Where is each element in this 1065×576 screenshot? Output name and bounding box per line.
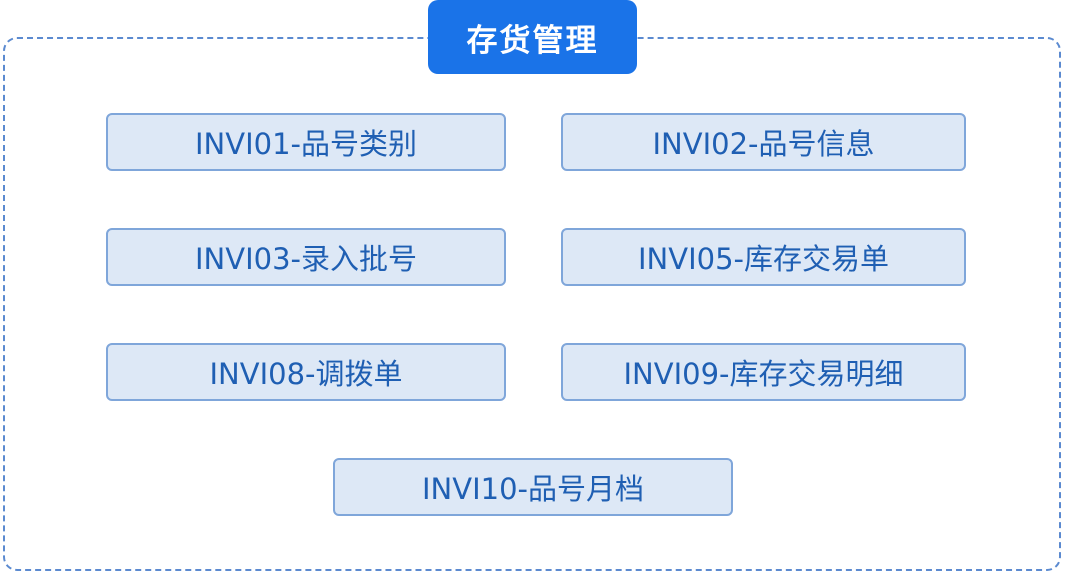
module-invi05[interactable]: INVI05-库存交易单 (561, 228, 966, 286)
module-invi02[interactable]: INVI02-品号信息 (561, 113, 966, 171)
module-invi08[interactable]: INVI08-调拨单 (106, 343, 506, 401)
module-invi03[interactable]: INVI03-录入批号 (106, 228, 506, 286)
module-invi01[interactable]: INVI01-品号类别 (106, 113, 506, 171)
group-title: 存货管理 (428, 0, 637, 74)
module-invi10[interactable]: INVI10-品号月档 (333, 458, 733, 516)
module-invi09[interactable]: INVI09-库存交易明细 (561, 343, 966, 401)
